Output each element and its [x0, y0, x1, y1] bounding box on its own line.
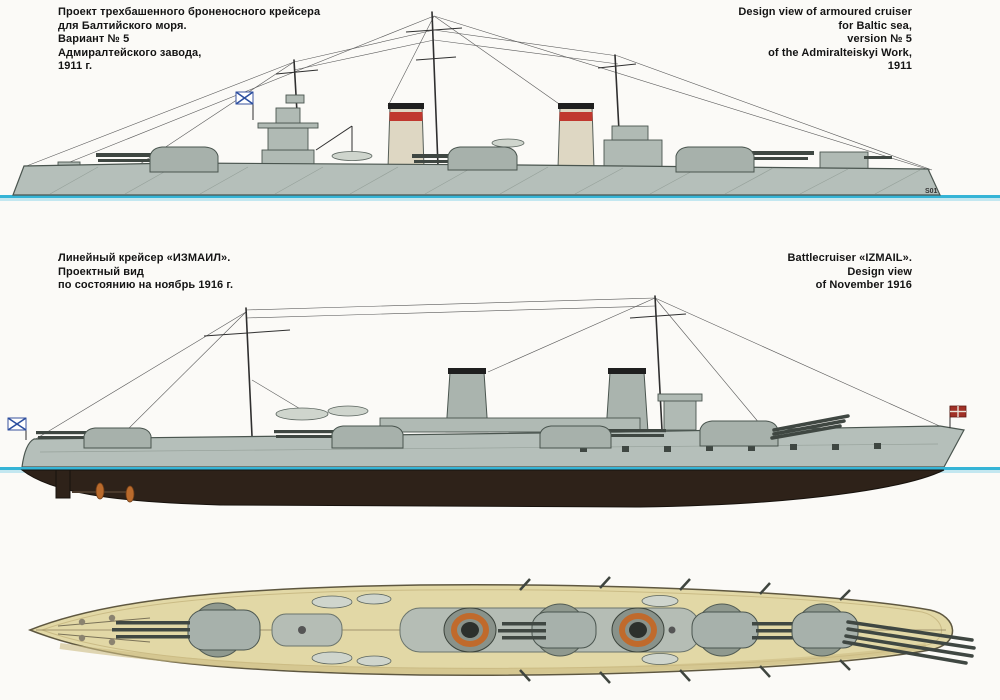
caption-line: Проект трехбашенного броненосного крейсе… — [58, 6, 321, 18]
waterline-reflection — [0, 198, 1000, 201]
casemate-ports — [580, 443, 881, 452]
caption-line: of November 1916 — [815, 279, 912, 291]
spotting-top — [285, 94, 305, 104]
plan-funnel-1 — [443, 607, 497, 653]
caption-line: version № 5 — [847, 33, 912, 45]
izmail-1916-profile — [0, 295, 1000, 508]
plan-shading — [59, 643, 927, 675]
caption-line: Адмиралтейского завода, — [58, 46, 202, 59]
rigging — [23, 15, 933, 171]
caption-line: Линейный крейсер «ИЗМАИЛ». — [58, 252, 231, 264]
funnel-red-band — [559, 112, 593, 121]
caption-line: Проектный вид — [58, 265, 145, 278]
caption-line: Вариант № 5 — [58, 33, 130, 45]
turret-2 — [539, 425, 666, 449]
anchor-gear — [57, 614, 151, 646]
caption-mid-left: Линейный крейсер «ИЗМАИЛ». Проектный вид… — [58, 252, 233, 293]
bridge-superstructure — [57, 107, 869, 173]
casemate-guns — [519, 576, 851, 684]
caption-line: для Балтийского моря. — [58, 19, 187, 32]
hull-strake-line — [39, 443, 939, 453]
funnel-red-band — [389, 112, 423, 121]
underwater-hull — [20, 469, 945, 508]
bow-jack-flag — [949, 405, 967, 428]
plan-fore-bridge — [271, 613, 343, 647]
cruiser-1911-profile — [0, 11, 1000, 201]
st-andrew-flag — [235, 91, 254, 120]
plan-foremast — [298, 626, 306, 634]
rigging — [33, 297, 945, 441]
funnel-1 — [387, 103, 425, 169]
masts — [203, 295, 687, 437]
caption-line: 1911 г. — [58, 60, 93, 72]
funnel-2 — [557, 103, 595, 169]
caption-mid-right: Battlecruiser «IZMAIL». Design view of N… — [787, 252, 912, 293]
ships-boat — [331, 151, 373, 161]
waterline-mid — [0, 467, 1000, 470]
stern-ensign-flag — [7, 417, 27, 440]
aft-turret — [675, 146, 892, 173]
caption-line: по состоянию на ноябрь 1916 г. — [58, 279, 234, 291]
hull-hatching — [49, 166, 921, 195]
turret-3 — [274, 425, 404, 449]
artist-mark: S01 — [925, 188, 938, 195]
plan-turret-1 — [112, 602, 261, 658]
turret-aft — [36, 427, 152, 449]
plan-boats — [311, 593, 679, 667]
caption-line: Design view — [847, 265, 912, 278]
plan-turret-2 — [498, 603, 597, 657]
waterline-top — [0, 195, 1000, 198]
caption-line: for Baltic sea, — [838, 19, 912, 32]
plan-funnel-2 — [611, 607, 665, 653]
caption-top-right: Design view of armoured cruiser for Balt… — [738, 6, 912, 74]
caption-line: Design view of armoured cruiser — [738, 6, 912, 18]
caption-line: 1911 — [887, 60, 912, 72]
caption-line: Battlecruiser «IZMAIL». — [787, 252, 912, 264]
propellers-rudder — [55, 469, 135, 503]
forward-turret — [96, 146, 219, 173]
midship-turret — [412, 146, 518, 171]
plan-mainmast — [668, 626, 676, 634]
caption-top-left: Проект трехбашенного броненосного крейсе… — [58, 6, 320, 74]
plan-turret-4 — [791, 603, 976, 665]
turret-bow — [699, 414, 850, 447]
ships-boat — [491, 138, 525, 148]
izmail-plan-view — [27, 576, 976, 684]
plan-turret-3 — [691, 603, 808, 657]
caption-line: of the Admiralteiskyi Work, — [768, 46, 912, 59]
